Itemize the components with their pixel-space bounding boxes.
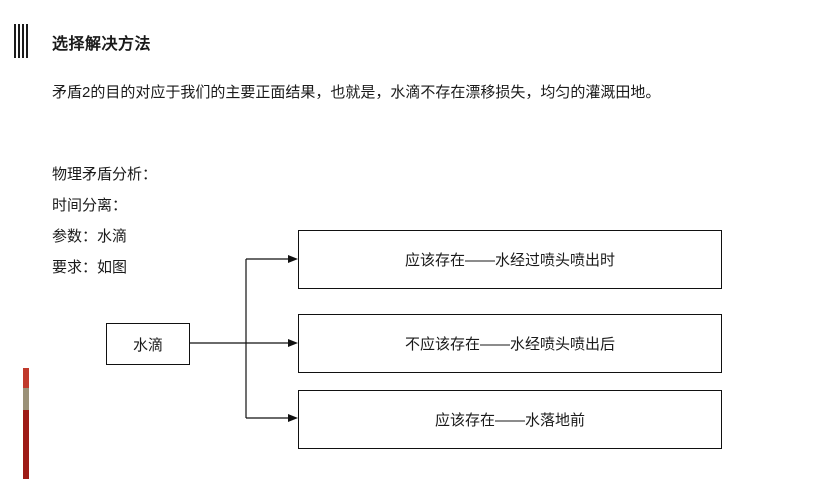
decorative-bar-icon <box>14 24 32 58</box>
slide-paragraph: 矛盾2的目的对应于我们的主要正面结果，也就是，水滴不存在漂移损失，均匀的灌溉田地… <box>52 84 661 101</box>
diagram-branch-box-2: 不应该存在——水经喷头喷出后 <box>298 314 722 373</box>
text-line-parameter: 参数：水滴 <box>52 228 128 245</box>
diagram-source-node: 水滴 <box>106 323 190 365</box>
text-line-physical-contradiction: 物理矛盾分析： <box>52 166 158 183</box>
accent-bar-tan <box>23 388 29 410</box>
accent-bar-red <box>23 368 29 388</box>
diagram-branch-box-3: 应该存在——水落地前 <box>298 390 722 449</box>
text-line-time-separation: 时间分离： <box>52 197 128 214</box>
diagram-branch-box-1: 应该存在——水经过喷头喷出时 <box>298 230 722 289</box>
slide-title: 选择解决方法 <box>52 36 152 53</box>
text-line-requirement: 要求：如图 <box>52 259 128 276</box>
accent-bar-dark-red <box>23 410 29 479</box>
